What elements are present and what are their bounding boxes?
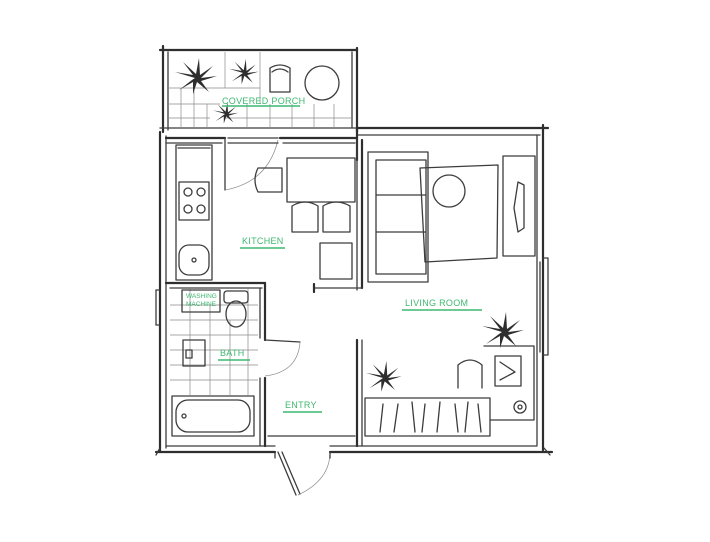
plant-icon (213, 102, 239, 124)
stove-icon (178, 181, 210, 221)
entry: ENTRY (283, 400, 322, 413)
bathtub-icon (171, 395, 255, 437)
bath: WASHING MACHINE BATH (170, 288, 258, 437)
washing-label-2: MACHINE (186, 301, 217, 308)
doors (224, 137, 331, 496)
plant-icon (175, 58, 217, 94)
chair-icon (322, 201, 351, 233)
entry-label: ENTRY (285, 400, 317, 410)
chair-icon (254, 167, 283, 193)
covered-porch: COVERED PORCH (168, 52, 352, 128)
chair-icon (319, 242, 353, 280)
washing-machine (181, 289, 221, 313)
bath-label: BATH (220, 348, 245, 358)
exterior-walls (154, 44, 554, 456)
interior-walls (164, 126, 364, 448)
plant-icon (366, 361, 402, 392)
sink-icon (182, 339, 206, 367)
covered-porch-label: COVERED PORCH (222, 96, 305, 106)
kitchen-label: KITCHEN (242, 236, 284, 246)
kitchen: KITCHEN (175, 144, 356, 281)
chair-icon (291, 201, 319, 233)
toilet-icon (223, 290, 249, 328)
sofa-icon (367, 151, 429, 283)
washing-label-1: WASHING (186, 293, 217, 300)
living-room: LIVING ROOM (364, 151, 536, 437)
plant-icon (229, 59, 259, 85)
chair-icon (457, 359, 483, 389)
sink-icon (178, 244, 210, 276)
plant-icon (482, 312, 524, 348)
living-room-label: LIVING ROOM (405, 298, 468, 308)
